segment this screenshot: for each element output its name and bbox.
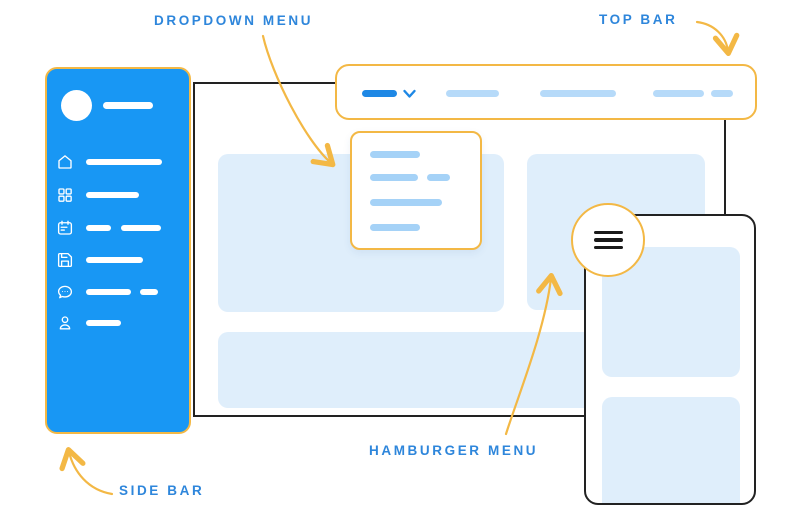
sidebar-item-bar — [86, 191, 139, 199]
avatar-circle — [61, 90, 92, 121]
top-bar — [335, 64, 757, 120]
profile-name-bar — [103, 102, 153, 109]
dropdown-item-bar — [370, 224, 420, 231]
sidebar-item-home — [56, 153, 162, 171]
save-icon — [57, 252, 73, 268]
sidebar-item-profile — [56, 314, 121, 332]
dropdown-menu-label: DROPDOWN MENU — [154, 13, 314, 28]
topbar-item-bar — [711, 89, 733, 97]
top-bar-label: TOP BAR — [599, 12, 678, 27]
sidebar-item-bar — [86, 319, 121, 327]
dashboard-grid-icon — [58, 188, 72, 202]
dropdown-item-bar — [370, 174, 418, 181]
sidebar-item-messages — [56, 283, 158, 301]
topbar-item-bar — [446, 89, 499, 97]
arrow-to-top-bar — [695, 20, 740, 56]
dropdown-menu-panel — [350, 131, 482, 250]
sidebar-item-bar — [121, 224, 161, 232]
hamburger-menu-label: HAMBURGER MENU — [369, 443, 539, 458]
arrow-to-side-bar — [59, 447, 114, 496]
user-icon — [59, 316, 71, 330]
chat-bubble-icon — [57, 285, 73, 299]
chevron-down-icon — [403, 89, 416, 98]
dropdown-item-bar — [427, 174, 450, 181]
hamburger-menu-icon — [593, 238, 623, 242]
profile-row — [61, 90, 153, 121]
dropdown-item-bar — [370, 151, 420, 158]
sidebar-item-bar — [86, 158, 162, 166]
side-bar-label: SIDE BAR — [119, 483, 205, 498]
sidebar-item-calendar — [56, 219, 161, 237]
sidebar-item-bar — [86, 288, 131, 296]
topbar-active-item-bar — [362, 89, 397, 97]
sidebar-item-bar — [86, 224, 111, 232]
mobile-placeholder-block — [602, 397, 740, 503]
side-bar-panel — [45, 67, 191, 434]
hamburger-menu-button — [571, 203, 645, 277]
sidebar-item-dashboard — [56, 186, 139, 204]
home-icon — [58, 155, 72, 169]
calendar-icon — [57, 220, 73, 235]
topbar-item-bar — [540, 89, 616, 97]
sidebar-item-bar — [86, 256, 143, 264]
hamburger-menu-icon — [593, 246, 623, 250]
sidebar-item-bar — [140, 288, 158, 296]
mobile-screen — [584, 214, 756, 505]
hamburger-menu-icon — [593, 230, 623, 234]
dropdown-item-bar — [370, 199, 442, 206]
topbar-item-bar — [653, 89, 704, 97]
sidebar-item-save — [56, 251, 143, 269]
